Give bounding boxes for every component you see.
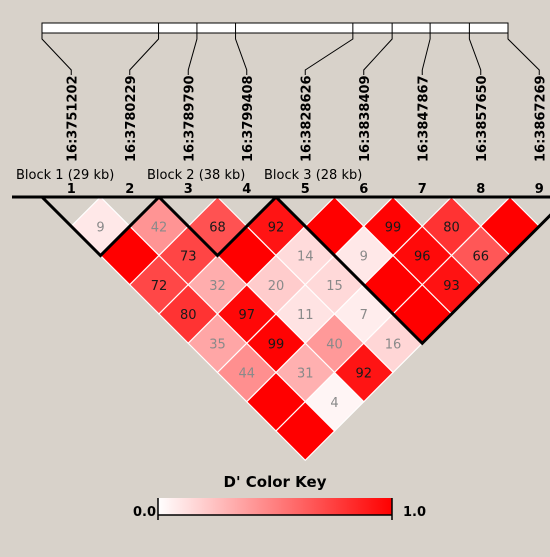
snp-label: 16:3867269 (533, 75, 548, 162)
connector-line (235, 33, 248, 75)
ld-cell-value: 14 (297, 250, 314, 265)
ld-cell-value: 16 (385, 337, 402, 352)
snp-index-label: 1 (67, 182, 76, 197)
ld-cell-value: 73 (180, 250, 197, 265)
ld-cell-value: 72 (151, 279, 168, 294)
snp-index-label: 9 (535, 182, 544, 197)
ld-cell-value: 93 (443, 279, 460, 294)
block-label: Block 1 (29 kb) (16, 168, 114, 183)
ld-cell-value: 99 (268, 337, 285, 352)
ruler-bar (41, 22, 509, 34)
position-ruler (41, 22, 509, 34)
connector-line (468, 33, 482, 75)
snp-index-label: 5 (301, 182, 310, 197)
snp-index-label: 6 (359, 182, 368, 197)
ld-cell-value: 35 (209, 337, 226, 352)
ld-cell-value: 80 (443, 220, 460, 235)
snp-label: 16:3780229 (124, 75, 139, 162)
position-connectors (41, 33, 540, 75)
snp-index-labels: 1 2 3 4 5 6 7 8 9 (67, 182, 544, 197)
ld-cell-value: 92 (355, 367, 372, 382)
ld-cell-value: 68 (209, 220, 226, 235)
ld-cell-value: 44 (238, 367, 255, 382)
color-key-min-label: 0.0 (133, 505, 156, 520)
connector-line (363, 33, 393, 75)
snp-label: 16:3838409 (358, 75, 373, 162)
ld-cell-value: 80 (180, 308, 197, 323)
block-label: Block 3 (28 kb) (264, 168, 362, 183)
connector-line (41, 33, 72, 75)
snp-label: 16:3857650 (475, 75, 490, 162)
ld-cell-value: 9 (96, 220, 104, 235)
connector-line (507, 33, 540, 75)
ld-cell-value: 92 (268, 220, 285, 235)
ld-cell-value: 99 (385, 220, 402, 235)
ld-cell-value: 66 (472, 250, 489, 265)
ld-cell-value: 4 (330, 396, 338, 411)
ld-cell-values: 9 42 68 92 99 80 73 14 9 96 66 72 32 20 15 93 80 97 11 7 35 9… (96, 220, 489, 411)
snp-index-label: 4 (242, 182, 251, 197)
snp-label: 16:3789790 (182, 75, 197, 162)
ld-cell-value: 15 (326, 279, 343, 294)
ld-cell-value: 20 (268, 279, 285, 294)
snp-index-label: 7 (418, 182, 427, 197)
ld-cell-value: 97 (238, 308, 255, 323)
connector-line (187, 33, 198, 75)
block-outlines (12, 195, 550, 346)
ld-cells (70, 196, 541, 462)
color-key-title: D' Color Key (224, 473, 327, 491)
block-label: Block 2 (38 kb) (147, 168, 245, 183)
color-key-max-label: 1.0 (403, 505, 426, 520)
ld-cell-value: 9 (360, 250, 368, 265)
ld-cell (275, 400, 336, 462)
ld-cell-value: 31 (297, 367, 314, 382)
block-labels: Block 1 (29 kb) Block 2 (38 kb) Block 3 (2… (16, 168, 362, 183)
snp-label: 16:3847867 (416, 75, 431, 162)
snp-index-label: 8 (476, 182, 485, 197)
snp-label: 16:3751202 (65, 75, 80, 162)
ld-cell-value: 40 (326, 337, 343, 352)
snp-label: 16:3828626 (299, 75, 314, 162)
snp-index-label: 3 (184, 182, 193, 197)
ld-cell-value: 96 (414, 250, 431, 265)
snp-label: 16:3799408 (241, 75, 256, 162)
ld-cell-value: 11 (297, 308, 314, 323)
connector-line (129, 33, 160, 75)
snp-name-labels: 16:3751202 16:3780229 16:3789790 16:3799408… (65, 75, 548, 162)
color-key-gradient (158, 498, 392, 515)
connector-line (421, 33, 431, 75)
ld-cell-value: 42 (151, 220, 168, 235)
ld-cell-value: 7 (360, 308, 368, 323)
snp-index-label: 2 (125, 182, 134, 197)
connector-line (304, 33, 354, 75)
color-key: D' Color Key 0.0 1.0 (133, 473, 426, 520)
ld-cell-value: 32 (209, 279, 226, 294)
